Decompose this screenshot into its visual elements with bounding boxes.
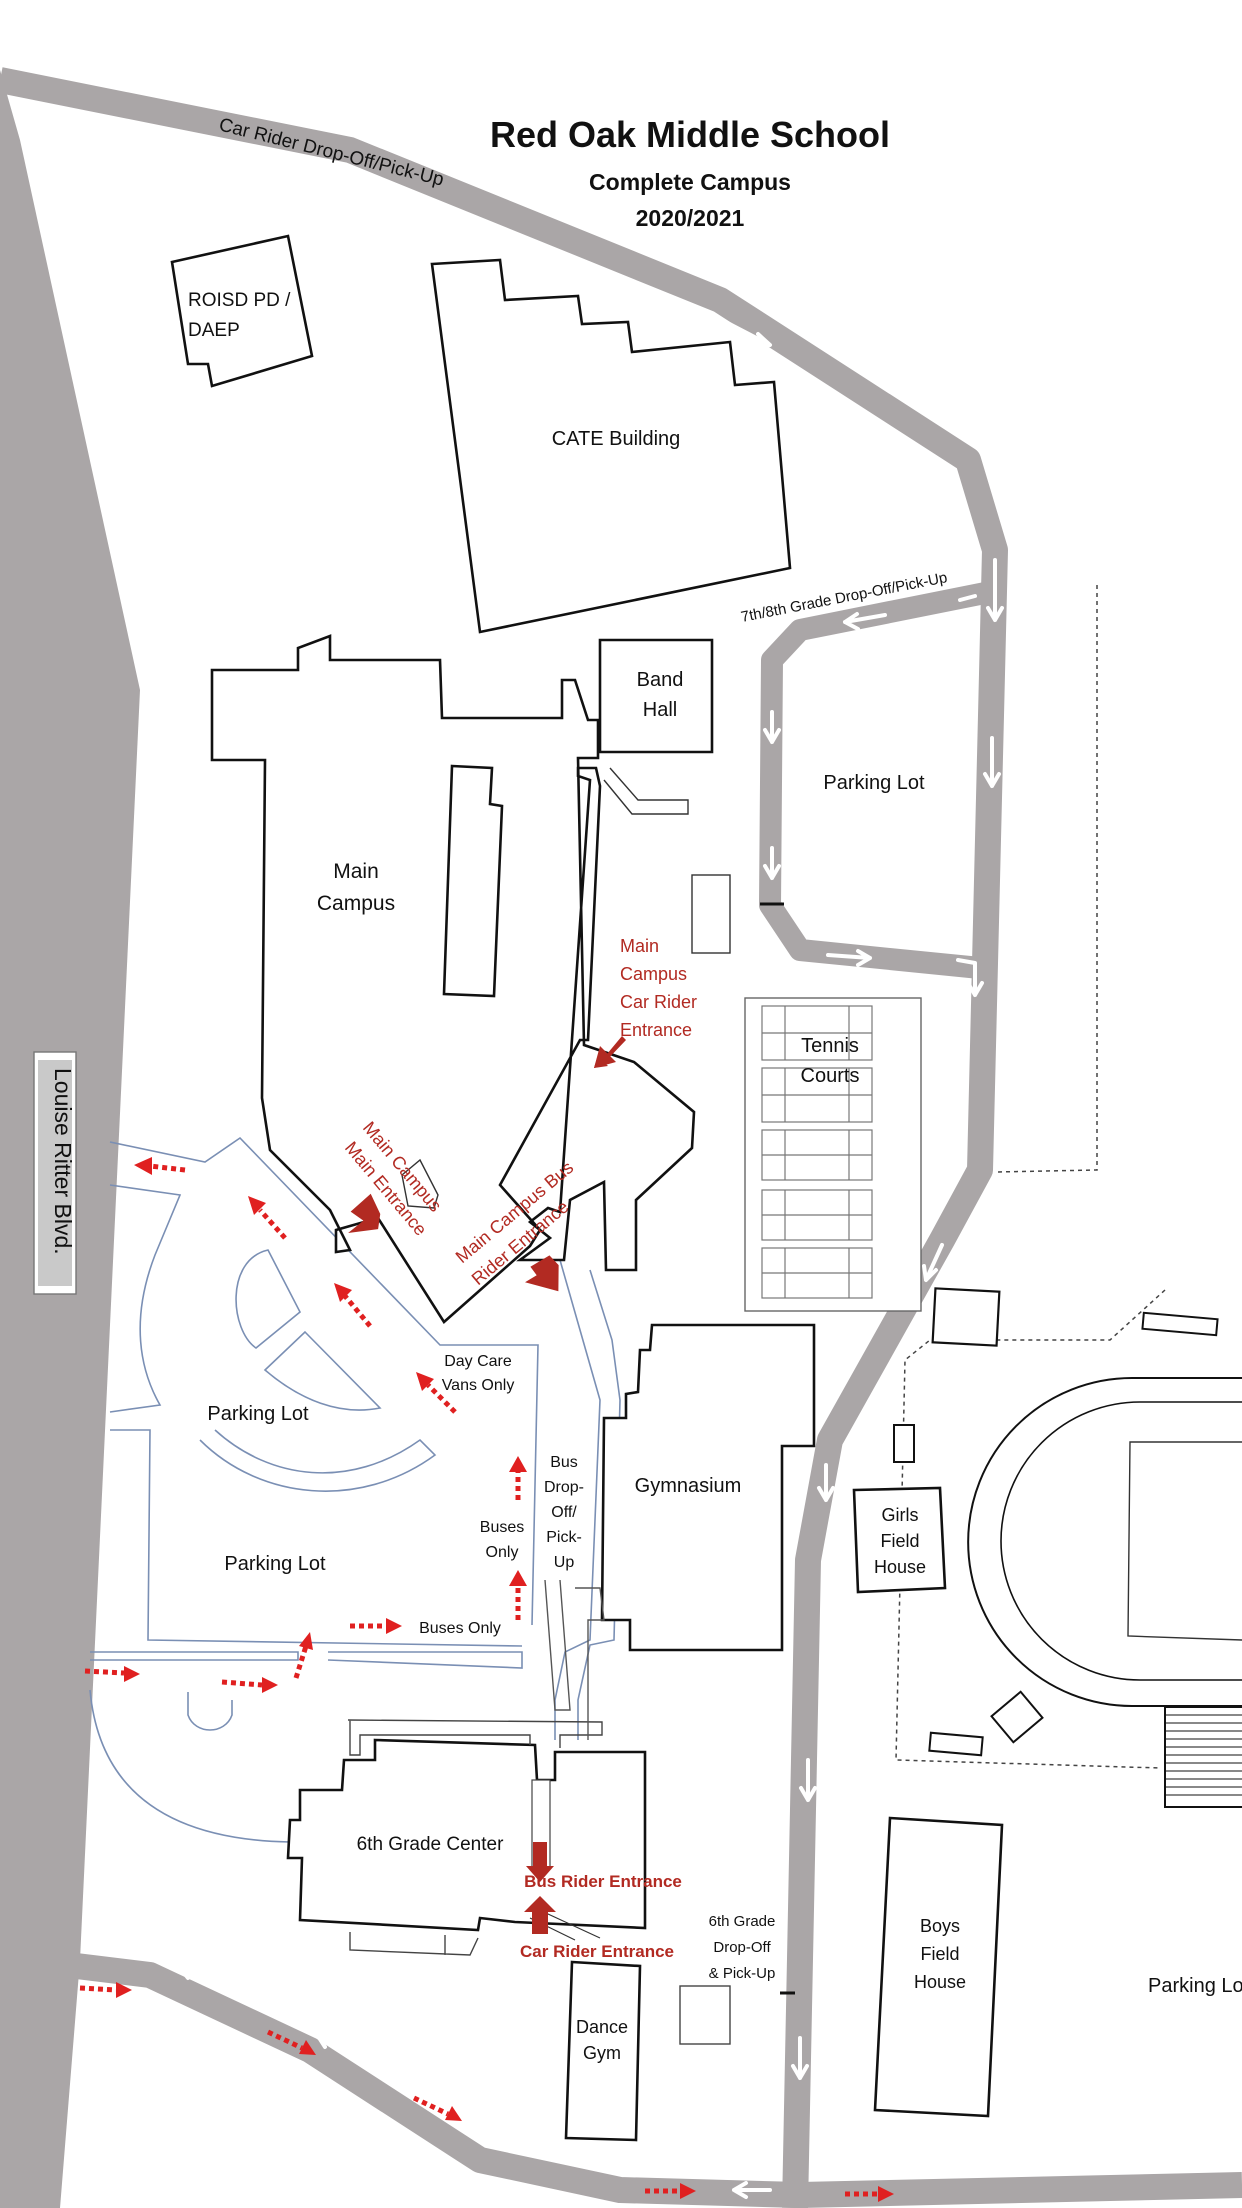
boys-label-2: Field <box>920 1944 959 1964</box>
sixth-drop-3: & Pick-Up <box>709 1965 776 1982</box>
sixth-drop-2: Drop-Off <box>713 1939 771 1956</box>
bus-drop-5: Up <box>554 1554 575 1571</box>
main-car-entrance-1: Main <box>620 936 659 956</box>
main-campus-wing <box>442 764 504 998</box>
main-car-entrance-2: Campus <box>620 964 687 984</box>
top-road-label: Car Rider Drop-Off/Pick-Up <box>217 114 446 190</box>
girls-field-house-building <box>852 1486 947 1594</box>
perimeter-road <box>0 67 1008 2208</box>
traffic-arrows-white <box>78 116 1004 2199</box>
sixth-grade-center-building <box>286 1738 647 1932</box>
tennis-label-2: Courts <box>801 1065 860 1087</box>
bus-drop-4: Pick- <box>546 1529 582 1546</box>
map-title: Red Oak Middle School <box>490 114 890 155</box>
buildings <box>170 234 1219 2142</box>
band-hall-building <box>598 638 714 754</box>
buses-only-h: Buses Only <box>419 1620 501 1637</box>
west-lot-label-2: Parking Lot <box>224 1553 326 1575</box>
boys-label-3: House <box>914 1972 966 1992</box>
main-label-2: Campus <box>317 892 395 915</box>
sixth-drop-1: 6th Grade <box>709 1913 776 1930</box>
map-subtitle: Complete Campus <box>589 169 791 195</box>
dance-gym-building <box>564 1960 642 2142</box>
bus-drop-2: Drop- <box>544 1479 584 1496</box>
girls-label-2: Field <box>880 1531 919 1551</box>
drop-off-loop <box>759 581 993 979</box>
running-track <box>967 1377 1242 1808</box>
girls-label-3: House <box>874 1557 926 1577</box>
daycare-label-2: Vans Only <box>442 1377 515 1394</box>
car-rider-entrance-label: Car Rider Entrance <box>520 1942 674 1961</box>
main-label-1: Main <box>333 860 379 883</box>
main-car-entrance-4: Entrance <box>620 1020 692 1040</box>
dance-label-1: Dance <box>576 2017 628 2037</box>
boys-label-1: Boys <box>920 1916 960 1936</box>
west-parking-outlines <box>89 1136 621 1843</box>
south-road <box>58 1951 1242 2208</box>
main-car-entrance-3: Car Rider <box>620 992 697 1012</box>
roisd-building <box>170 234 314 388</box>
boys-field-house-building <box>873 1816 1004 2118</box>
dance-label-2: Gym <box>583 2043 621 2063</box>
athletic-field-boundary <box>895 585 1166 1769</box>
map-year: 2020/2021 <box>636 205 745 231</box>
gymnasium-label: Gymnasium <box>635 1475 742 1497</box>
roisd-label-2: DAEP <box>188 320 240 341</box>
tennis-label-1: Tennis <box>801 1035 859 1057</box>
sixth-grade-label: 6th Grade Center <box>357 1834 504 1855</box>
band-label-2: Hall <box>643 699 677 721</box>
buses-only-v-2: Only <box>486 1544 519 1561</box>
bus-drop-3: Off/ <box>551 1504 577 1521</box>
roisd-label-1: ROISD PD / <box>188 290 291 311</box>
daycare-label-1: Day Care <box>444 1353 512 1370</box>
buses-only-v-1: Buses <box>480 1519 524 1536</box>
bus-drop-1: Bus <box>550 1454 578 1471</box>
red-dotted-arrows <box>79 1157 894 2202</box>
tennis-courts <box>761 1005 873 1299</box>
entrance-arrows <box>348 1036 626 1934</box>
west-lot-label-1: Parking Lot <box>207 1403 309 1425</box>
cate-label: CATE Building <box>552 428 681 450</box>
cate-building <box>430 258 792 634</box>
bus-rider-entrance-label: Bus Rider Entrance <box>524 1872 682 1891</box>
band-label-1: Band <box>637 669 684 691</box>
girls-label-1: Girls <box>882 1505 919 1525</box>
southeast-lot-label: Parking Lo <box>1148 1975 1242 1997</box>
east-lot-label: Parking Lot <box>823 772 925 794</box>
blvd-label: Louise Ritter Blvd. <box>50 1068 76 1255</box>
